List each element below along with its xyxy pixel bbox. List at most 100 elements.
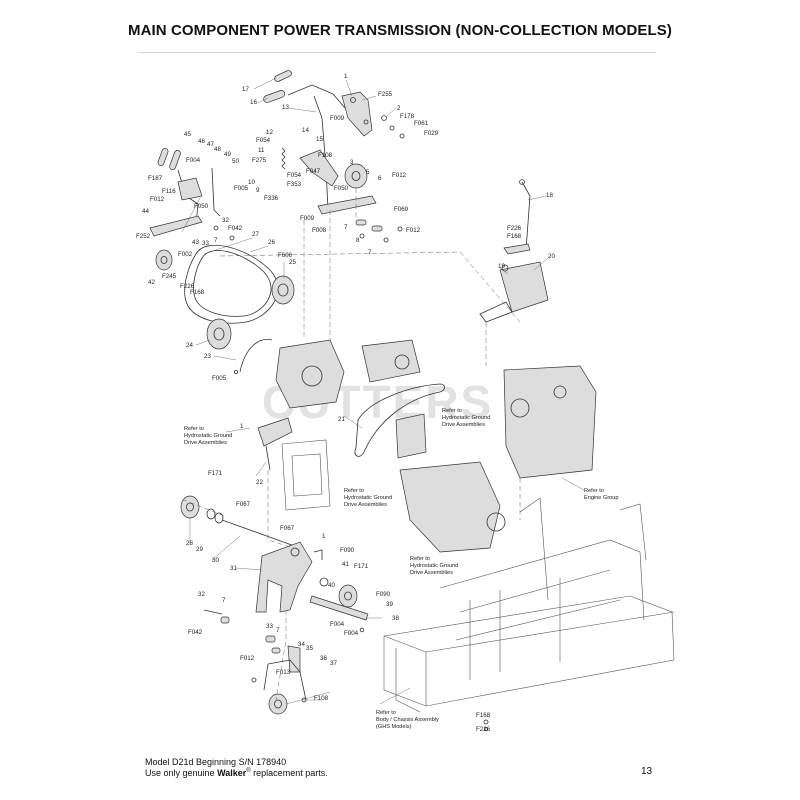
lever-rod <box>287 84 346 109</box>
mounting-plate <box>281 439 331 511</box>
callout-F012d: F012 <box>240 655 255 662</box>
callout-33a: 33 <box>202 240 209 247</box>
bushing-7b <box>371 225 383 232</box>
ref-hydro-2: Refer to Hydrostatic Ground Drive Assemb… <box>442 408 492 428</box>
callout-7d: 7 <box>222 597 226 604</box>
callout-47: 47 <box>207 141 214 148</box>
chassis-upright <box>519 497 549 601</box>
dipstick-handle <box>519 179 525 185</box>
bolt-32b <box>203 609 223 615</box>
callout-F005b: F005 <box>212 375 227 382</box>
bracket-F168 <box>503 243 531 255</box>
callout-F606: F606 <box>278 252 293 259</box>
belt-21 <box>354 383 445 457</box>
callout-labels: 1 17 16 13 F255 2 F178 F061 F029 F009 14… <box>136 73 555 733</box>
leader-24 <box>195 339 211 346</box>
callout-27: 27 <box>252 231 259 238</box>
leader-F050b <box>181 197 201 233</box>
idler-pulley-40-hub <box>344 591 352 601</box>
belt-27 <box>184 244 279 324</box>
callout-F245: F245 <box>162 273 177 280</box>
callout-F108b: F108 <box>314 695 329 702</box>
callout-F012a: F012 <box>392 172 407 179</box>
leader-21 <box>343 415 363 429</box>
callout-F013: F013 <box>276 669 291 676</box>
callout-1b: 1 <box>240 423 244 430</box>
callout-18: 18 <box>546 192 553 199</box>
callout-17: 17 <box>242 86 249 93</box>
callout-1a: 1 <box>344 73 348 80</box>
page-title: MAIN COMPONENT POWER TRANSMISSION (NON-C… <box>127 22 672 39</box>
reference-notes: Refer to Hydrostatic Ground Drive Assemb… <box>184 408 619 730</box>
drive-pulley-25 <box>271 275 295 305</box>
chassis-cross-members <box>469 578 561 680</box>
callout-19: 19 <box>498 263 505 270</box>
bracket-bolt <box>363 119 369 125</box>
gearbox-group <box>479 179 549 323</box>
callout-50: 50 <box>232 158 239 165</box>
callout-F108a: F108 <box>318 152 333 159</box>
shaft-30 <box>221 519 301 549</box>
callout-F168a: F168 <box>190 289 205 296</box>
callout-F171a: F171 <box>208 470 223 477</box>
dipstick-18 <box>521 181 531 251</box>
footer-notice-post: replacement parts. <box>250 768 328 778</box>
ref-hydro-3: Refer to Hydrostatic Ground Drive Assemb… <box>344 488 394 508</box>
callout-F090b: F090 <box>376 591 391 598</box>
callout-F226a: F226 <box>180 283 195 290</box>
handle-grip-16 <box>263 90 286 103</box>
align-line-7 <box>183 499 225 517</box>
bearing-29a <box>206 508 216 520</box>
callout-F012c: F012 <box>150 196 165 203</box>
shaft-22 <box>257 417 293 447</box>
callout-F336: F336 <box>264 195 279 202</box>
callout-F067a: F067 <box>236 501 251 508</box>
callout-32b: 32 <box>198 591 205 598</box>
chassis-floor-rails <box>455 569 621 641</box>
callout-F008: F008 <box>312 227 327 234</box>
callout-45: 45 <box>184 131 191 138</box>
callout-32a: 32 <box>222 217 229 224</box>
leader-1a <box>345 79 353 97</box>
callout-1c: 1 <box>322 533 326 540</box>
leader-20 <box>533 257 549 271</box>
callout-38: 38 <box>392 615 399 622</box>
bracket-pivot <box>350 97 356 103</box>
callout-14: 14 <box>302 127 309 134</box>
belt-tensioner <box>395 413 427 459</box>
chassis-frame <box>383 497 675 713</box>
footer-notice-pre: Use only genuine <box>145 768 218 778</box>
callout-24: 24 <box>186 342 193 349</box>
leader-22 <box>255 461 267 477</box>
callout-F116: F116 <box>162 188 176 195</box>
ref-engine: Refer to Engine Group <box>584 488 619 501</box>
alignment-lines <box>183 188 521 701</box>
washer-2 <box>381 115 387 121</box>
callout-30: 30 <box>212 557 219 564</box>
spring-11 <box>281 147 286 170</box>
bushing-7e <box>271 647 281 654</box>
leader-27 <box>203 237 253 255</box>
bushing-7a <box>355 219 367 226</box>
footer-model: Model D21d Beginning S/N 178940 <box>145 757 287 767</box>
callout-12: 12 <box>266 129 273 136</box>
idler-pulley-42 <box>155 249 173 271</box>
callout-F029: F029 <box>424 130 439 137</box>
leader-F255 <box>361 95 377 101</box>
chassis-outer <box>383 595 675 707</box>
footer-brand: Walker <box>217 768 247 778</box>
arm-39 <box>309 595 369 621</box>
idler-pulley-42-hub <box>160 256 168 264</box>
callout-46: 46 <box>198 138 205 145</box>
callout-F042a: F042 <box>228 225 243 232</box>
control-rod-13 <box>313 95 329 211</box>
nut-F029 <box>399 133 405 139</box>
callout-F012b: F012 <box>406 227 421 234</box>
callout-15: 15 <box>316 136 323 143</box>
leader-37 <box>285 691 331 705</box>
belt-26 <box>193 250 272 317</box>
grip-45 <box>157 148 169 166</box>
lever-bracket-1 <box>341 91 373 137</box>
nut-38 <box>359 627 365 633</box>
left-drive-group <box>149 148 295 374</box>
